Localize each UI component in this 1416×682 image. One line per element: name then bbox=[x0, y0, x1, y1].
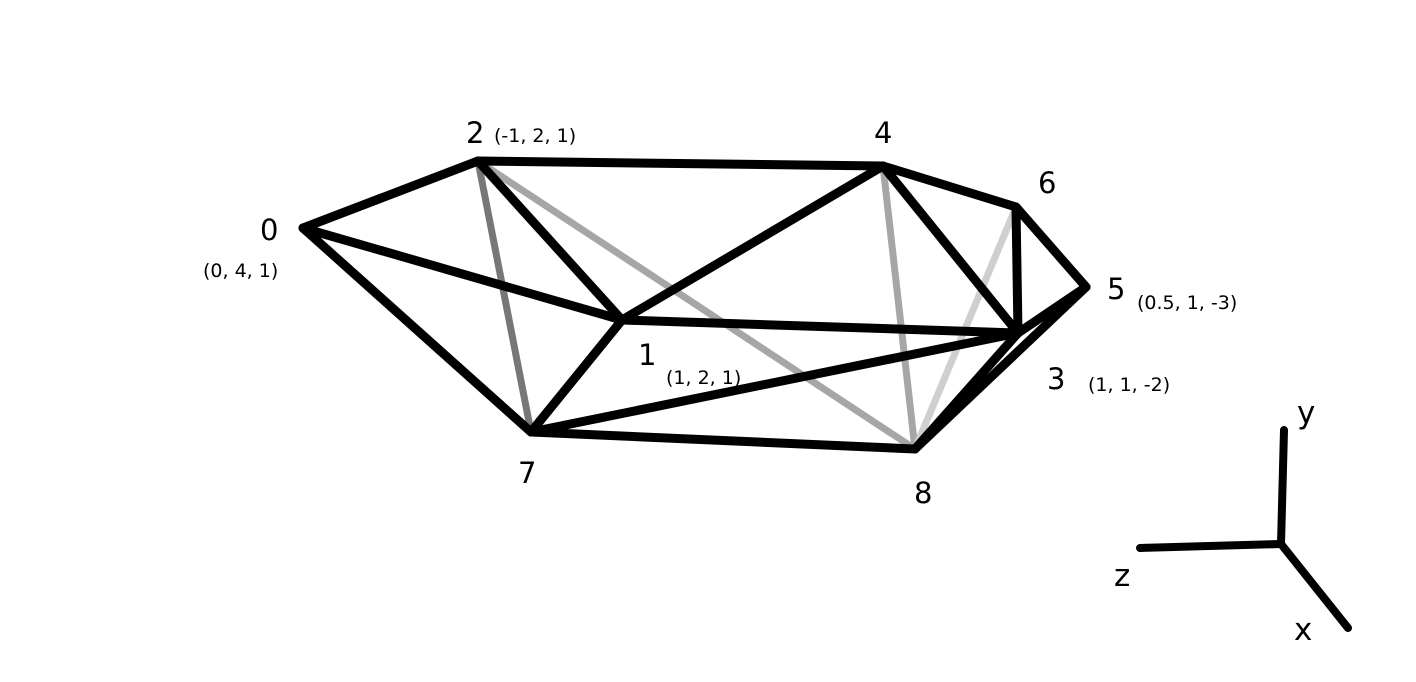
edge-4-3 bbox=[878, 161, 1023, 338]
coord-label-3: (1, 1, -2) bbox=[1088, 374, 1170, 396]
vertex-label-2: 2 bbox=[466, 116, 484, 150]
vertex-label-7: 7 bbox=[518, 456, 536, 490]
z-axis-line bbox=[1136, 540, 1285, 552]
axes-indicator: y z x bbox=[1114, 395, 1352, 648]
edge-2-1 bbox=[473, 156, 627, 325]
y-axis-line bbox=[1277, 426, 1288, 548]
vertex-label-0: 0 bbox=[260, 213, 278, 247]
edge-6-3 bbox=[1011, 202, 1023, 338]
z-axis-label: z bbox=[1114, 558, 1130, 594]
edge-2-8 bbox=[474, 157, 919, 453]
vertex-label-1: 1 bbox=[638, 338, 656, 372]
edge-4-6 bbox=[878, 161, 1021, 212]
edge-6-5 bbox=[1011, 202, 1091, 292]
edge-7-8 bbox=[526, 427, 920, 454]
edge-0-1 bbox=[298, 223, 627, 325]
x-axis-label: x bbox=[1294, 612, 1312, 648]
vertex-label-4: 4 bbox=[874, 116, 892, 150]
edge-4-1 bbox=[617, 161, 888, 325]
coord-label-2: (-1, 2, 1) bbox=[494, 125, 576, 147]
coordinate-label-group: (0, 4, 1) (1, 2, 1) (-1, 2, 1) (1, 1, -2… bbox=[203, 125, 1237, 396]
edge-1-3 bbox=[617, 315, 1023, 338]
edge-4-8 bbox=[879, 162, 919, 453]
edge-2-7 bbox=[474, 157, 535, 436]
vertex-label-group: 0 1 2 3 4 5 6 7 8 bbox=[260, 116, 1125, 510]
edge-0-2 bbox=[298, 156, 483, 233]
x-axis-line bbox=[1277, 540, 1352, 632]
edge-2-4 bbox=[473, 156, 888, 171]
edge-3-5 bbox=[1013, 282, 1091, 338]
edge-0-7 bbox=[298, 223, 536, 437]
coord-label-0: (0, 4, 1) bbox=[203, 260, 278, 282]
vertex-label-3: 3 bbox=[1047, 362, 1065, 396]
vertex-label-5: 5 bbox=[1107, 272, 1125, 306]
edge-group bbox=[298, 156, 1091, 454]
vertex-label-8: 8 bbox=[914, 476, 932, 510]
edge-7-3 bbox=[526, 328, 1023, 437]
vertex-label-6: 6 bbox=[1038, 166, 1056, 200]
edge-8-5 bbox=[910, 282, 1091, 454]
y-axis-label: y bbox=[1297, 395, 1315, 431]
edge-1-7 bbox=[526, 315, 627, 437]
coord-label-5: (0.5, 1, -3) bbox=[1137, 292, 1237, 314]
coord-label-1: (1, 2, 1) bbox=[666, 367, 741, 389]
